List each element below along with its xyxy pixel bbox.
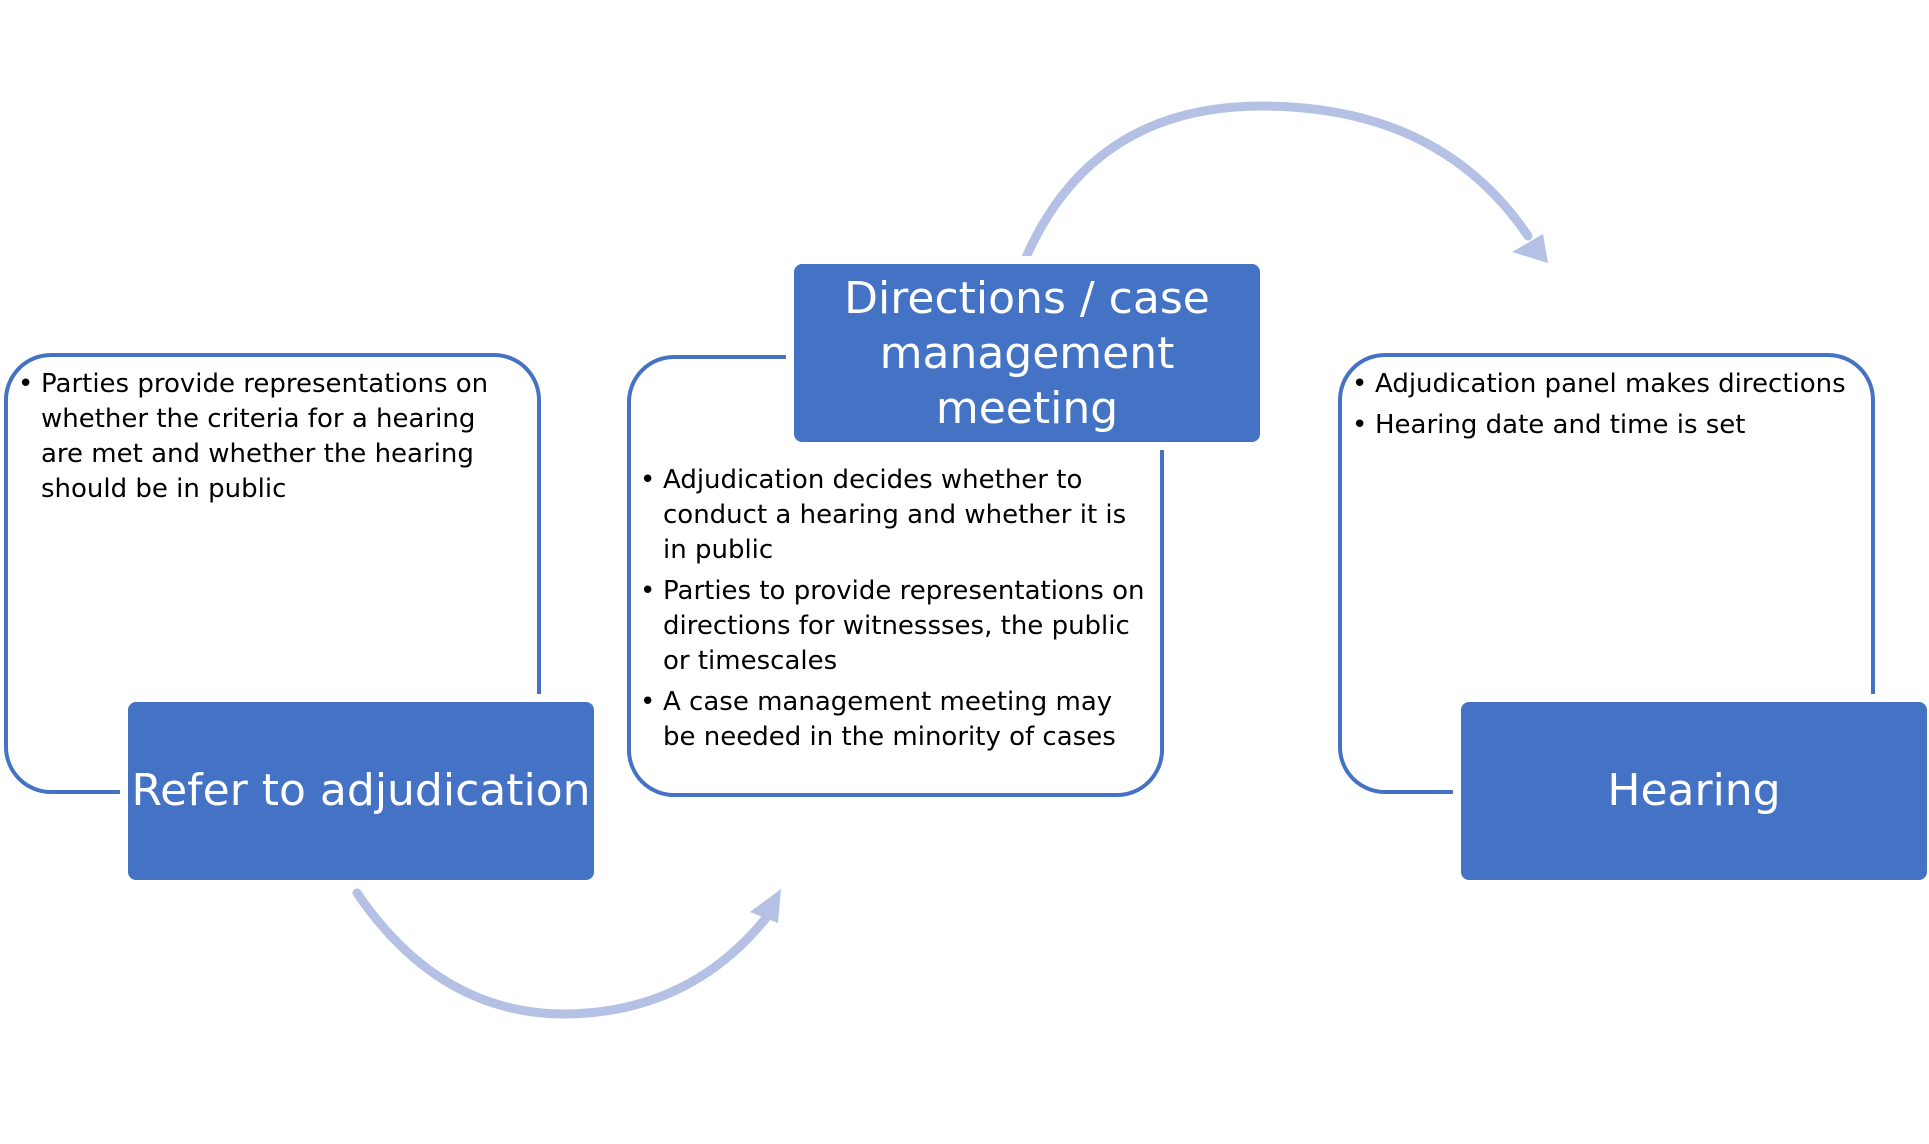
stage-2-bullet-3: A case management meeting may be needed …: [638, 685, 1148, 755]
stage-1-bullet-1: Parties provide representations on wheth…: [16, 367, 506, 507]
arrow-stage-1-to-2-head: [750, 889, 781, 923]
stage-1-bullet-list: Parties provide representations on wheth…: [16, 367, 506, 513]
stage-3-title-box: [1453, 694, 1929, 888]
stage-1-title: Refer to adjudication: [131, 765, 591, 816]
arrow-stage-2-to-3: [1019, 101, 1533, 267]
stage-2-title: Directions / case management meeting: [844, 272, 1210, 434]
stage-2-title-box: [786, 256, 1268, 450]
stage-2-bullet-list: Adjudication decides whether to conduct …: [638, 463, 1148, 761]
stage-1-title-box: [120, 694, 602, 888]
arrow-stage-2-to-3-head: [1512, 234, 1548, 263]
stage-3-bullet-1: Adjudication panel makes directions: [1350, 367, 1865, 402]
stage-3-bullet-2: Hearing date and time is set: [1350, 408, 1865, 443]
stage-3-bullet-list: Adjudication panel makes directions Hear…: [1350, 367, 1865, 449]
arrow-stage-1-to-2: [352, 888, 771, 1019]
stage-3-title: Hearing: [1607, 765, 1781, 816]
stage-2-bullet-1: Adjudication decides whether to conduct …: [638, 463, 1148, 568]
stage-2-bullet-2: Parties to provide representations on di…: [638, 574, 1148, 679]
